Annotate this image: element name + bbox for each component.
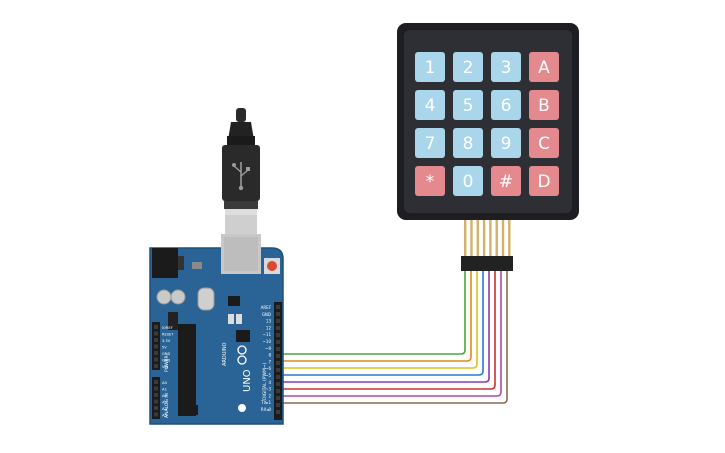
- key-1[interactable]: 1: [415, 52, 445, 82]
- arduino-model-text: UNO: [242, 369, 253, 392]
- key-label: 3: [501, 58, 512, 78]
- pin-label: A0: [162, 380, 168, 385]
- pin-label: A2: [162, 393, 168, 398]
- key-label: C: [538, 134, 550, 154]
- key-4[interactable]: 4: [415, 90, 445, 120]
- key-7[interactable]: 7: [415, 128, 445, 158]
- usb-cable: [222, 108, 260, 235]
- wire: [280, 271, 472, 362]
- power-jack[interactable]: [152, 248, 178, 278]
- key-label: A: [538, 58, 550, 78]
- key-label: #: [499, 172, 513, 192]
- key-label: B: [538, 96, 550, 116]
- key-hash[interactable]: #: [491, 166, 521, 196]
- key-0[interactable]: 0: [453, 166, 483, 196]
- pin-label: RX◂0: [261, 407, 272, 412]
- pin-label: 2: [268, 393, 271, 398]
- pin-label: TX▸1: [260, 400, 271, 405]
- jumper-wires: [280, 271, 508, 404]
- pin-label: ~3: [265, 387, 271, 392]
- pin-label: A3: [162, 400, 168, 405]
- key-label: 7: [425, 134, 436, 154]
- pin-label: ~6: [265, 366, 271, 371]
- pin-label: AREF: [261, 305, 272, 310]
- key-label: D: [537, 172, 550, 192]
- keypad-ribbon: [464, 220, 511, 257]
- pin-label: ~9: [265, 346, 271, 351]
- key-2[interactable]: 2: [453, 52, 483, 82]
- pin-label: 8: [268, 353, 271, 358]
- pin-label: 13: [266, 319, 272, 324]
- pin-label: GND: [262, 312, 271, 317]
- arduino-logo-text: ARDUINO: [222, 342, 228, 366]
- pin-label: 4: [268, 380, 271, 385]
- key-b[interactable]: B: [529, 90, 559, 120]
- pin-label: ~5: [265, 373, 271, 378]
- key-label: 5: [463, 96, 474, 116]
- usb-icon: [232, 162, 250, 191]
- arduino-uno-board: ARDUINO UNO IOREFRESET3.3V5VGNDGNDVINA0A…: [149, 234, 284, 425]
- atmega-chip: [178, 324, 196, 416]
- keypad-connector[interactable]: [461, 256, 513, 271]
- key-label: 1: [425, 58, 436, 78]
- wire: [280, 271, 466, 355]
- arduino-logo: ARDUINO UNO: [222, 342, 253, 392]
- pin-label: GND: [162, 352, 170, 356]
- wire: [280, 271, 502, 397]
- pin-label: 7: [268, 359, 271, 364]
- pin-label: ~11: [263, 332, 272, 337]
- key-star[interactable]: *: [415, 166, 445, 196]
- key-3[interactable]: 3: [491, 52, 521, 82]
- key-d[interactable]: D: [529, 166, 559, 196]
- pin-label: 3.3V: [162, 339, 171, 343]
- key-8[interactable]: 8: [453, 128, 483, 158]
- pin-label: 5V: [162, 346, 167, 350]
- pin-label: ~10: [263, 339, 272, 344]
- wire: [280, 271, 478, 369]
- wire: [280, 271, 496, 390]
- key-label: 8: [463, 134, 474, 154]
- pin-label: RESET: [162, 333, 174, 337]
- pin-label: 12: [266, 325, 272, 330]
- keypad-4x4: 1 2 3 A 4 5 6 B 7 8 9 C * 0 # D: [397, 23, 579, 271]
- digital-label: DIGITAL (PWM~): [262, 362, 268, 400]
- key-label: 0: [463, 172, 474, 192]
- key-label: 9: [501, 134, 512, 154]
- key-5[interactable]: 5: [453, 90, 483, 120]
- key-label: *: [426, 172, 435, 192]
- pin-label: VIN: [162, 365, 169, 369]
- pin-label: A1: [162, 387, 168, 392]
- wire: [280, 271, 484, 376]
- key-6[interactable]: 6: [491, 90, 521, 120]
- key-a[interactable]: A: [529, 52, 559, 82]
- pin-label: IOREF: [162, 326, 173, 330]
- keypad-keys[interactable]: 1 2 3 A 4 5 6 B 7 8 9 C * 0 # D: [415, 52, 559, 196]
- pin-label: A4: [162, 406, 168, 411]
- key-label: 2: [463, 58, 474, 78]
- pin-label: GND: [162, 359, 170, 363]
- key-9[interactable]: 9: [491, 128, 521, 158]
- power-label: POWER: [164, 355, 170, 372]
- key-c[interactable]: C: [529, 128, 559, 158]
- wire: [280, 271, 508, 404]
- key-label: 6: [501, 96, 512, 116]
- analog-label: ANALOG IN: [164, 393, 170, 418]
- key-label: 4: [425, 96, 436, 116]
- wire: [280, 271, 490, 383]
- pin-label: A5: [162, 413, 168, 418]
